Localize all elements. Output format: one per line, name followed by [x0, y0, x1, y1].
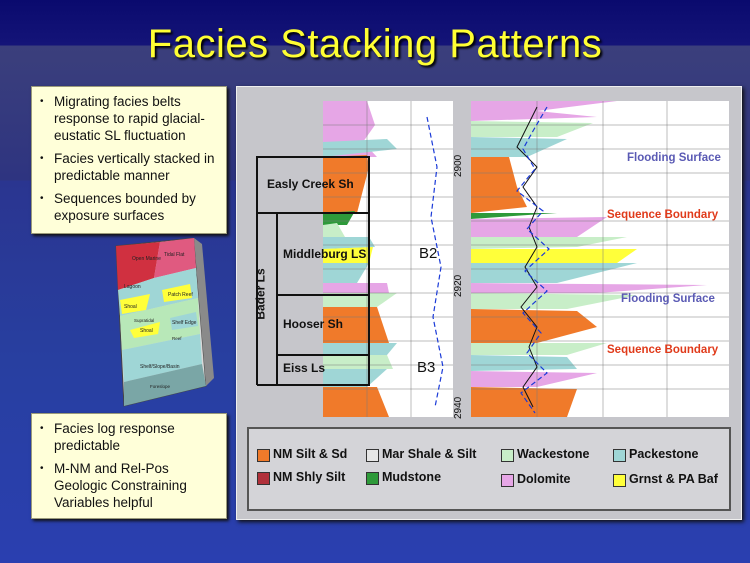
surface-label: Flooding Surface	[621, 293, 715, 305]
block-label: Shelf/Slope/Basin	[140, 364, 180, 370]
legend-label: Wackestone	[517, 447, 590, 461]
legend-swatch	[613, 449, 626, 462]
cycle-label: B3	[417, 359, 436, 376]
block-label: Shoal	[124, 304, 137, 310]
legend-swatch	[501, 449, 514, 462]
zonation-bracket	[256, 156, 370, 386]
legend-label: NM Silt & Sd	[273, 447, 348, 461]
legend-label: NM Shly Silt	[273, 470, 346, 484]
surface-label: Sequence Boundary	[607, 344, 719, 356]
legend-swatch	[257, 472, 270, 485]
legend-swatch	[366, 472, 379, 485]
log-grid	[323, 101, 729, 417]
block-label: Shoal	[140, 328, 153, 334]
slide-title: Facies Stacking Patterns	[147, 22, 603, 66]
unit-label: Middleburg LS	[283, 247, 367, 261]
notes-bottom-box: Facies log response predictable M-NM and…	[31, 413, 227, 519]
note-item: Facies log response predictable	[38, 420, 218, 454]
block-label: Reef	[172, 336, 182, 341]
note-item: Sequences bounded by exposure surfaces	[38, 190, 218, 224]
legend-label: Packestone	[629, 447, 699, 461]
block-label: Patch Reef	[168, 292, 193, 298]
block-label: Foreslope	[150, 384, 171, 389]
legend-swatch	[501, 474, 514, 487]
legend-swatch	[257, 449, 270, 462]
legend: NM Silt & Sd Mar Shale & Silt Wackestone…	[247, 427, 731, 511]
note-item: Facies vertically stacked in predictable…	[38, 150, 218, 184]
legend-label: Dolomite	[517, 472, 571, 486]
cycle-label: B2	[419, 245, 438, 262]
surface-label: Sequence Boundary	[607, 209, 719, 221]
depth-label: 2900	[453, 154, 464, 177]
legend-label: Mudstone	[382, 470, 442, 484]
legend-swatch	[613, 474, 626, 487]
depth-label: 2920	[453, 274, 464, 297]
well-log-panel: 2900 2920 2940 Easly Creek Sh Middleburg…	[236, 86, 742, 520]
block-label: Lagoon	[124, 284, 141, 290]
note-item: Migrating facies belts response to rapid…	[38, 93, 218, 144]
log-curve-dashed	[516, 106, 550, 414]
depth-label: 2940	[453, 396, 464, 419]
group-label: Bader Ls	[253, 268, 268, 320]
block-label: Tidal Flat	[164, 252, 185, 258]
legend-label: Grnst & PA Baf	[629, 472, 718, 486]
log-curve	[516, 106, 538, 408]
unit-label: Eiss Ls	[283, 361, 326, 375]
well-log-chart: 2900 2920 2940	[256, 101, 729, 419]
unit-label: Easly Creek Sh	[267, 177, 354, 191]
block-label: Open Marine	[132, 256, 161, 262]
surface-label: Flooding Surface	[627, 152, 721, 164]
legend-swatch	[366, 449, 379, 462]
facies-block-model: Open Marine Tidal Flat Lagoon Shoal Patc…	[115, 238, 214, 407]
note-item: M-NM and Rel-Pos Geologic Constraining V…	[38, 460, 218, 511]
block-label: Shelf Edge	[172, 320, 197, 326]
legend-label: Mar Shale & Silt	[382, 447, 477, 461]
unit-label: Hooser Sh	[283, 317, 344, 331]
notes-top-box: Migrating facies belts response to rapid…	[31, 86, 227, 234]
log-curve-dashed	[426, 116, 444, 408]
block-label: Supratidal	[134, 318, 154, 323]
